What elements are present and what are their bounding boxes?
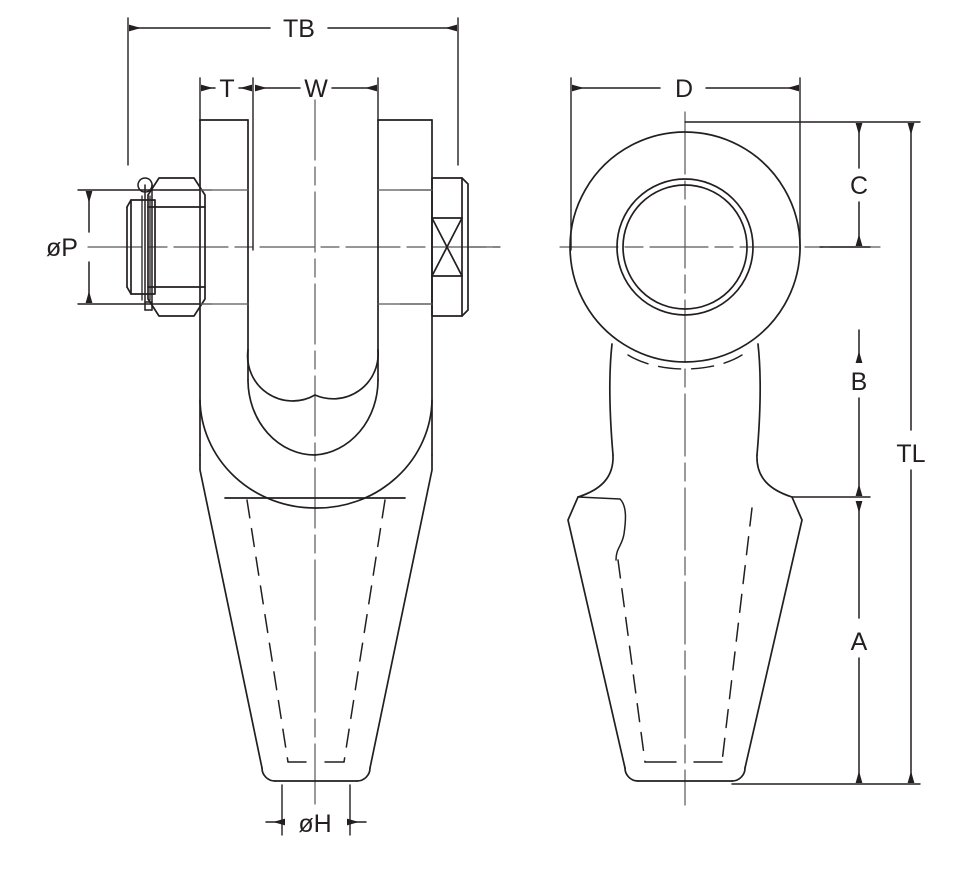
dimension-c <box>684 121 921 248</box>
dimension-a <box>731 501 921 785</box>
dimension-layer <box>77 17 921 836</box>
dimension-w <box>255 77 379 121</box>
dimension-tb <box>127 17 459 166</box>
dimension-label-t: T <box>219 75 234 103</box>
basket-body-front <box>199 454 433 782</box>
jaw-slot-u-profile <box>246 349 379 456</box>
pin-hex-nut-left <box>147 177 206 317</box>
dimension-label-dia-h: øH <box>298 810 331 838</box>
basket-internal-bore-side <box>617 507 753 763</box>
dimension-label-tl: TL <box>896 440 925 468</box>
dimension-d <box>570 77 801 251</box>
pin-bolt-head-right <box>431 177 469 317</box>
jaw-bore-hidden-lines <box>199 189 433 305</box>
dimension-label-dia-p: øP <box>46 234 78 262</box>
eye-bore-circle-outer <box>616 178 754 316</box>
dimension-labels: TB T W øP øH D C B A TL <box>46 15 926 838</box>
dimension-label-tb: TB <box>283 15 315 43</box>
dimension-label-d: D <box>675 75 693 103</box>
dimension-label-b: B <box>851 368 868 396</box>
basket-body-side <box>567 496 803 782</box>
dimension-b <box>791 329 871 498</box>
eye-outer-circle <box>569 131 801 363</box>
dimension-label-c: C <box>850 172 868 200</box>
side-view-neck <box>577 343 793 498</box>
basket-internal-bore-front <box>246 499 386 763</box>
jaw-right-ear <box>377 119 433 456</box>
pin-shank-left <box>141 195 151 301</box>
side-view-bore-hidden-arc <box>627 354 743 370</box>
dimension-dia-p <box>77 189 201 305</box>
dimension-t <box>199 77 254 251</box>
jaw-left-ear <box>199 119 249 456</box>
dimension-label-w: W <box>304 75 328 103</box>
pin-washer-collar-left <box>126 199 156 295</box>
jaw-slot-outer-u <box>199 399 433 509</box>
dimension-dia-h <box>265 784 367 836</box>
basket-shoulder-step-side <box>577 496 627 561</box>
eye-bore-circle-inner <box>622 184 748 310</box>
dimension-label-a: A <box>851 628 868 656</box>
